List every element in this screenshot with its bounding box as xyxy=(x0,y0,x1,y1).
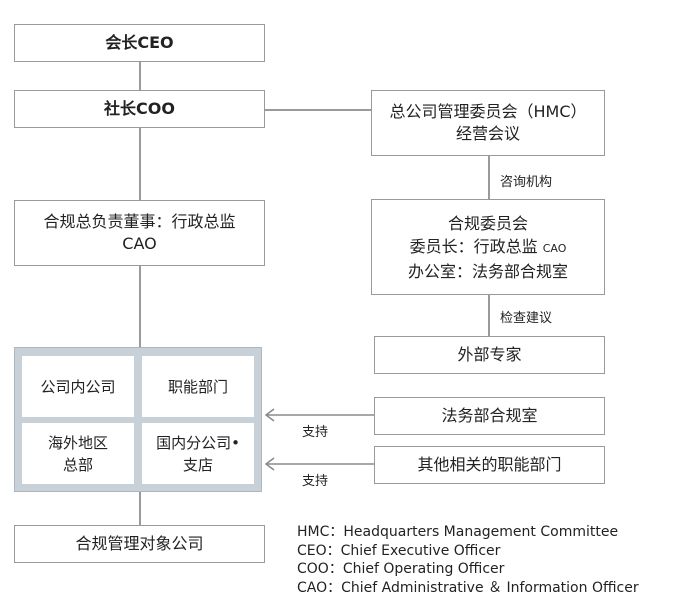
abbreviation-legend: HMC：Headquarters Management Committee CE… xyxy=(297,523,639,597)
committee-experts-connector xyxy=(488,295,490,337)
ceo-label: 会长CEO xyxy=(105,33,174,52)
review-label: 检查建议 xyxy=(500,311,553,326)
domestic-label-line2: 支店 xyxy=(182,455,213,474)
overseas-label-line1: 海外地区 xyxy=(47,433,108,452)
committee-label-line2: 委员长：行政总监 CAO xyxy=(410,235,567,260)
hmc-label-line2: 经营会议 xyxy=(455,124,520,143)
committee-label-line3: 办公室：法务部合规室 xyxy=(407,261,568,281)
compliance-committee-box: 合规委员会 委员长：行政总监 CAO 办公室：法务部合规室 xyxy=(371,199,605,295)
group-target-connector xyxy=(139,492,141,525)
in-company-label: 公司内公司 xyxy=(40,377,116,396)
legal-compliance-label: 法务部合规室 xyxy=(441,406,538,425)
hmc-committee-connector xyxy=(488,156,490,200)
other-departments-label: 其他相关的职能部门 xyxy=(417,455,562,474)
functional-depts-label: 职能部门 xyxy=(167,377,228,396)
target-companies-label: 合规管理对象公司 xyxy=(75,534,204,553)
cell-functional-depts: 职能部门 xyxy=(142,356,254,417)
other-departments-box: 其他相关的职能部门 xyxy=(374,446,605,484)
coo-cao-connector xyxy=(139,126,141,201)
cell-in-company: 公司内公司 xyxy=(22,356,134,417)
cao-group-connector xyxy=(139,265,141,348)
support-label-1: 支持 xyxy=(302,425,329,440)
legend-coo: COO：Chief Operating Officer xyxy=(297,561,505,577)
coo-hmc-connector xyxy=(263,109,373,111)
support-arrow-1-head xyxy=(264,408,275,422)
legal-compliance-box: 法务部合规室 xyxy=(374,397,605,435)
cell-overseas: 海外地区 总部 xyxy=(22,423,134,484)
coo-label: 社长COO xyxy=(104,99,175,118)
cell-domestic: 国内分公司• 支店 xyxy=(142,423,254,484)
domestic-label-line1: 国内分公司• xyxy=(156,433,240,452)
committee-chair-cao: CAO xyxy=(542,241,567,255)
cao-label-line1: 合规总负责董事：行政总监 xyxy=(43,212,236,231)
hmc-label-line1: 总公司管理委员会（HMC） xyxy=(389,102,587,121)
cao-label-line2: CAO xyxy=(122,234,157,253)
overseas-label-line2: 总部 xyxy=(62,455,93,474)
ceo-coo-connector xyxy=(139,62,141,92)
legend-ceo: CEO：Chief Executive Officer xyxy=(297,542,501,559)
support-label-2: 支持 xyxy=(302,474,329,489)
ceo-box: 会长CEO xyxy=(14,24,265,62)
legend-cao: CAO：Chief Administrative ＆ Information O… xyxy=(297,579,639,596)
external-experts-label: 外部专家 xyxy=(457,345,522,364)
hmc-box: 总公司管理委员会（HMC） 经营会议 xyxy=(371,90,605,156)
legend-hmc: HMC：Headquarters Management Committee xyxy=(297,524,619,540)
committee-chair-text: 委员长：行政总监 xyxy=(409,236,538,256)
support-arrow-2-head xyxy=(264,457,275,471)
committee-label-line1: 合规委员会 xyxy=(447,213,528,233)
advisory-label: 咨询机构 xyxy=(500,175,553,190)
coo-box: 社长COO xyxy=(14,90,265,128)
target-companies-box: 合规管理对象公司 xyxy=(14,525,265,563)
external-experts-box: 外部专家 xyxy=(374,336,605,374)
cao-box: 合规总负责董事：行政总监 CAO xyxy=(14,200,265,266)
